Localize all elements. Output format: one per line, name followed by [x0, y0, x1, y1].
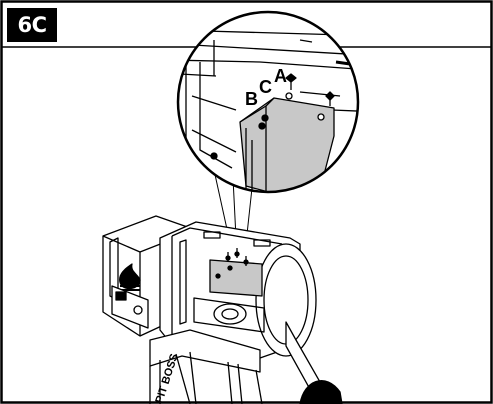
detail-view: A B C	[176, 10, 360, 194]
callout-c: C	[259, 77, 272, 97]
detail-screws	[258, 73, 335, 130]
logo-flame-icon	[119, 263, 141, 290]
end-cap	[255, 243, 317, 357]
step-badge: 6C	[7, 8, 57, 42]
grill-assembly	[102, 215, 343, 404]
wheel	[299, 380, 343, 404]
callout-b: B	[245, 89, 258, 109]
detail-circle-border	[176, 10, 360, 194]
callout-a: A	[274, 66, 287, 86]
fire-pot	[213, 303, 247, 325]
legs	[149, 351, 263, 404]
grey-panel-detail	[239, 97, 335, 192]
